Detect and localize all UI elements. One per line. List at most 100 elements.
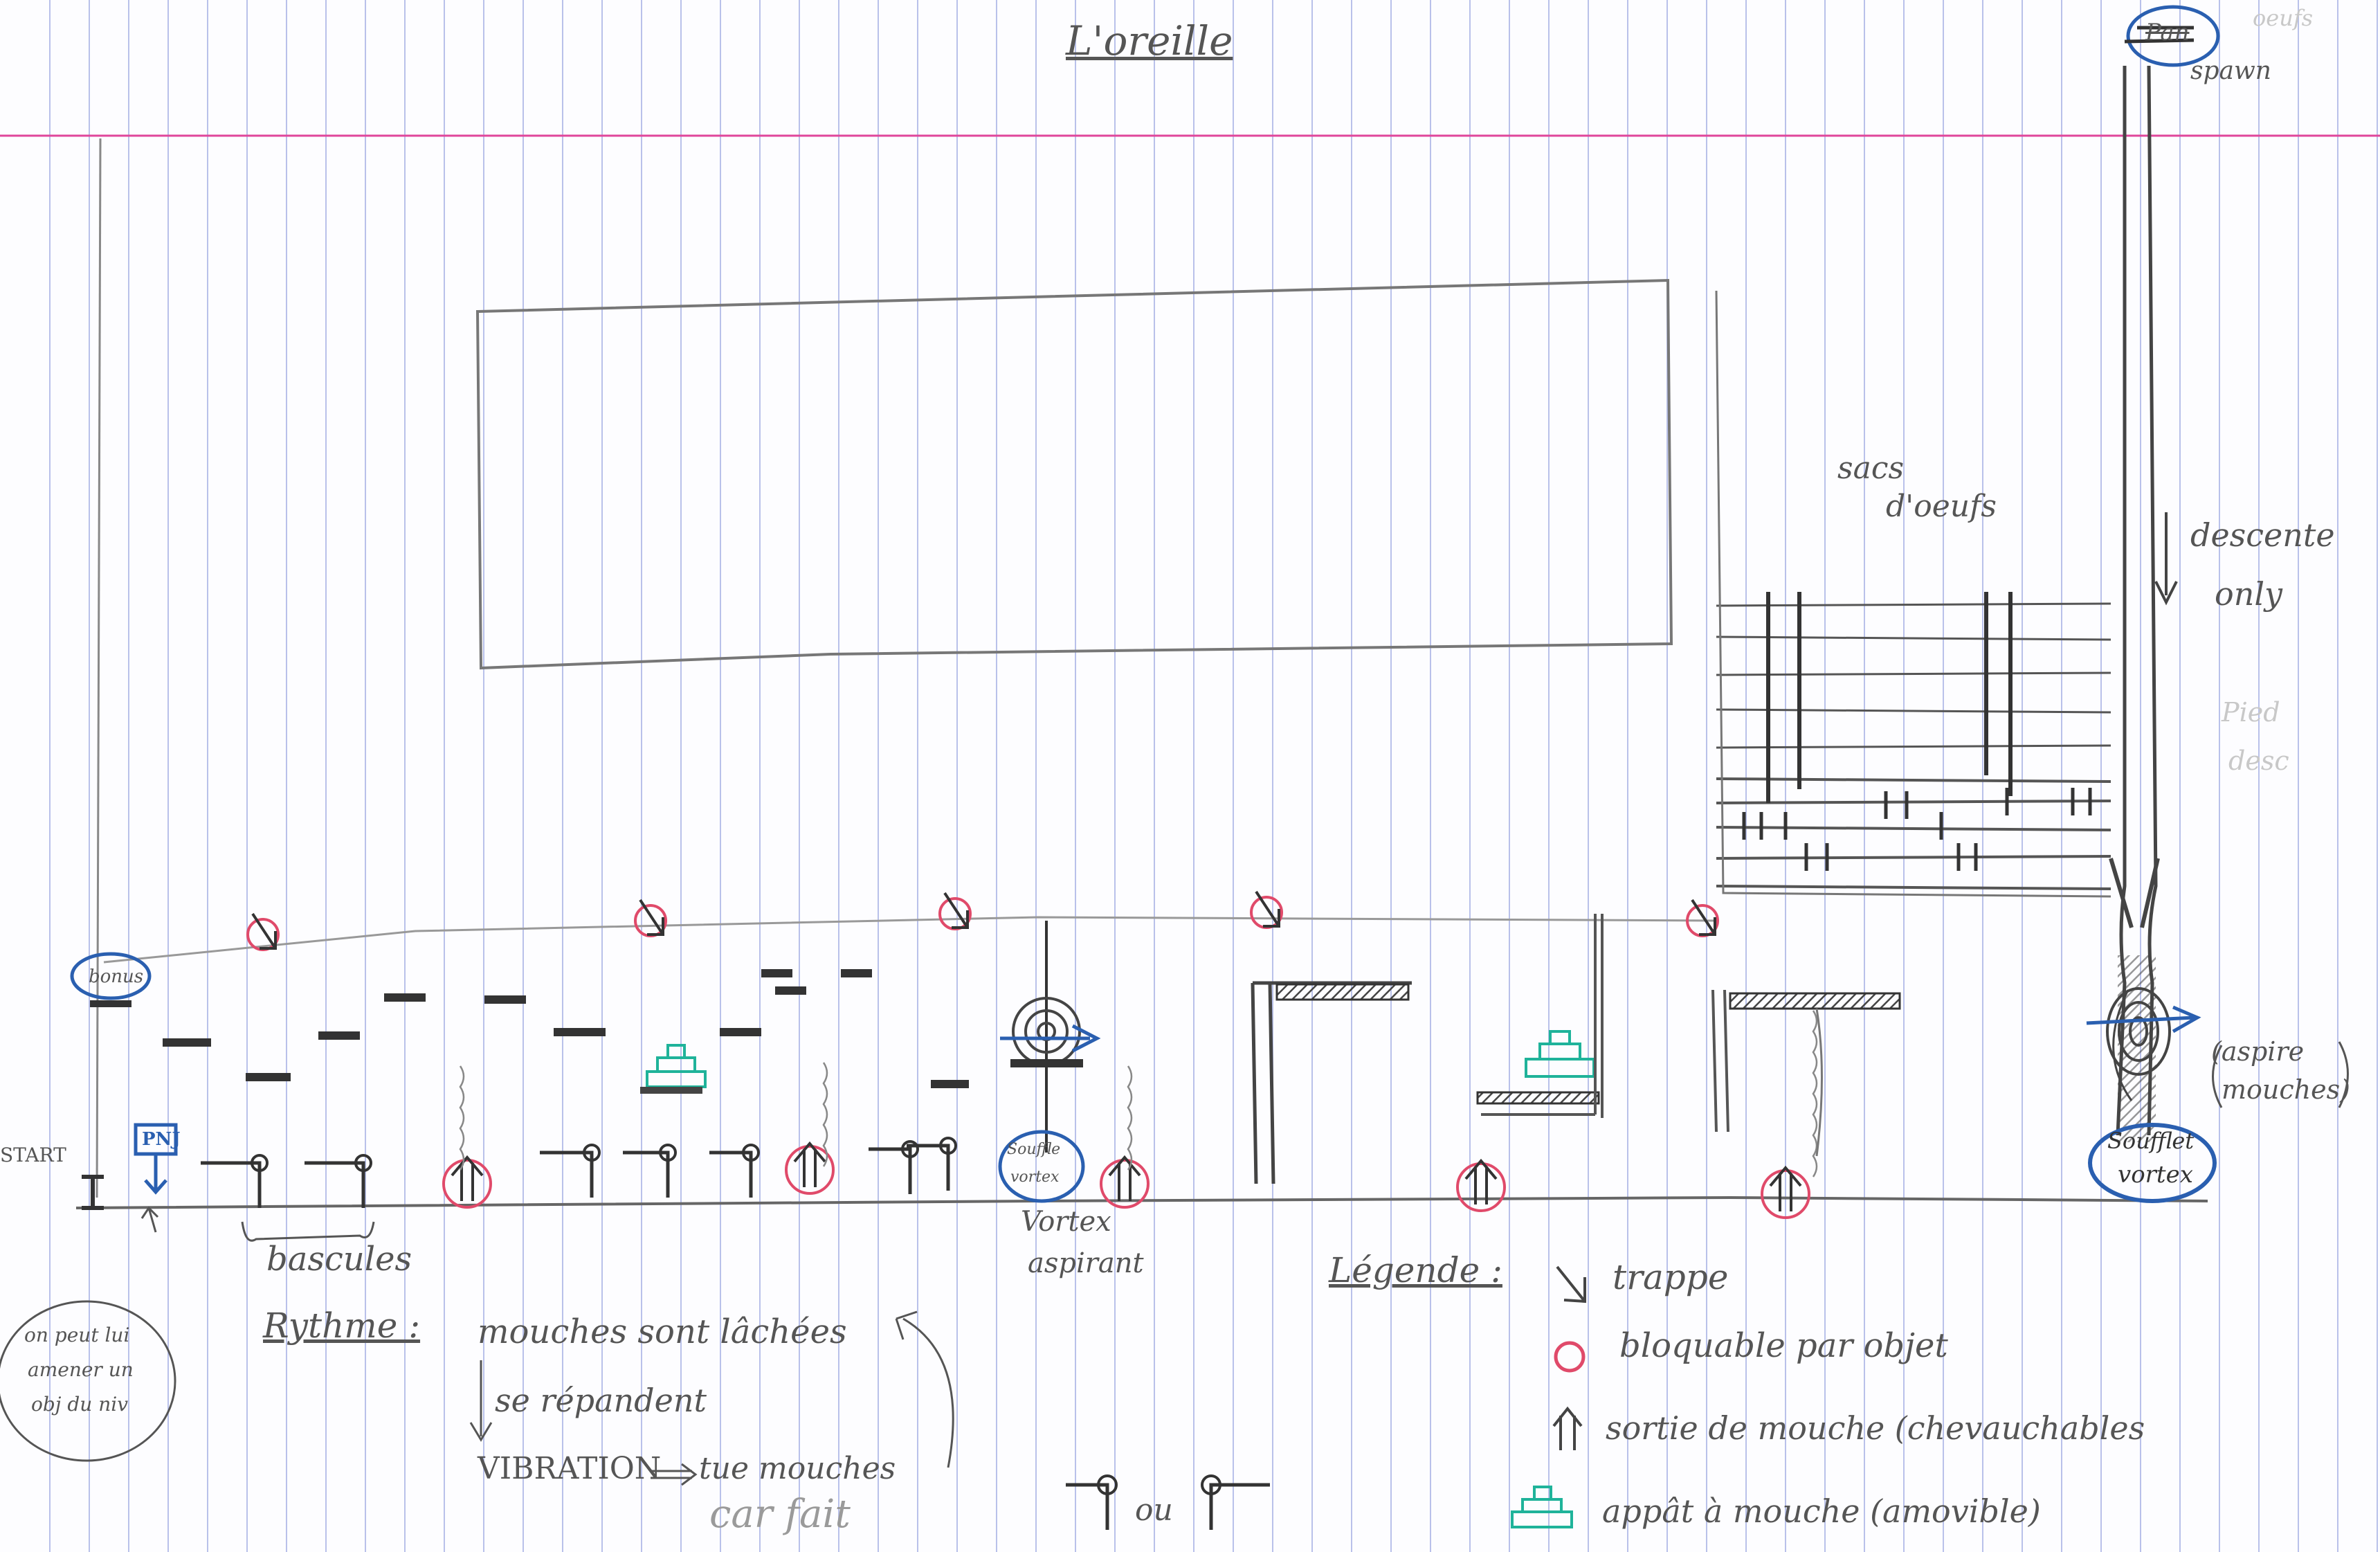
platform (761, 969, 792, 977)
soufflet-label-1: Soufflet (2107, 1130, 2194, 1152)
egg-shelf-line (1716, 827, 2111, 830)
seesaw-lever (623, 1153, 668, 1198)
rythme-line-3-caps: VIBRATION (478, 1454, 661, 1484)
bait-1-platform (640, 1087, 702, 1094)
descent-label-2: only (2215, 578, 2282, 610)
bottom-ou-label: ou (1135, 1495, 1173, 1526)
egg-shelf-line (1716, 746, 2111, 748)
wavy-line (460, 1066, 464, 1170)
platform (931, 1080, 969, 1088)
note-bubble-line-1: on peut lui (24, 1326, 129, 1345)
egg-sacs-label-1: sacs (1837, 453, 1904, 484)
aspire-label-2: mouches) (2222, 1076, 2350, 1103)
seesaw-variant-2 (1202, 1476, 1270, 1530)
rythme-line-1: mouches sont lâchées (478, 1315, 847, 1348)
legend-exit-symbol (1554, 1409, 1581, 1450)
egg-shelf-line (1716, 801, 2111, 803)
platform (246, 1073, 291, 1081)
egg-shelf-line (1716, 886, 2111, 889)
rythme-curved-arrow (896, 1312, 953, 1468)
pnj-label: PNJ (142, 1130, 181, 1148)
left-wall (97, 138, 100, 1198)
platform (163, 1038, 211, 1047)
legend-bait-symbol (1512, 1487, 1572, 1527)
bait-2 (1526, 1031, 1594, 1076)
platform (384, 993, 426, 1002)
platform (775, 986, 806, 995)
bascules-bracket (242, 1222, 374, 1240)
seesaw-lever (907, 1146, 948, 1191)
egg-sacs-label-2: d'oeufs (1886, 491, 1997, 522)
bubble-pointer-arrow (142, 1208, 158, 1232)
rythme-down-arrow (471, 1360, 491, 1440)
page-title: L'oreille (1066, 21, 1233, 61)
legend-circle-symbol (1556, 1343, 1583, 1371)
legend-trap-symbol (1557, 1267, 1585, 1301)
note-bubble-line-3: obj du niv (31, 1395, 128, 1414)
egg-shelf-line (1716, 779, 2111, 782)
egg-shelf-line (1716, 710, 2111, 712)
platform (484, 995, 526, 1004)
platform (841, 969, 872, 977)
aspire-label-1: (aspire (2211, 1038, 2304, 1065)
exit-circle (1457, 1164, 1505, 1211)
seesaw-lever (709, 1153, 751, 1198)
trap-markers (248, 892, 1718, 950)
legend-item-circle: bloquable par objet (1619, 1329, 1948, 1362)
note-bubble-line-2: amener un (28, 1360, 134, 1380)
egg-shelf-line (1716, 604, 2111, 606)
legend-item-exit: sortie de mouche (chevauchables (1606, 1412, 2145, 1444)
souffle-label-2: vortex (1010, 1170, 1059, 1185)
gate-structure-1 (1253, 983, 1412, 1184)
faint-top-right-label: oeufs (2253, 7, 2313, 29)
spawn-circled-label: Pan (2145, 21, 2190, 44)
seesaw-lever (305, 1163, 363, 1208)
vortex-aspirant (1000, 921, 1097, 1201)
seesaw-lever (540, 1153, 592, 1198)
bonus-label: bonus (89, 968, 143, 986)
platform (554, 1028, 606, 1036)
bascules-label: bascules (266, 1243, 412, 1276)
soufflet-label-2: vortex (2118, 1163, 2193, 1186)
legend-item-bait: appât à mouche (amovible) (1602, 1495, 2041, 1527)
legend-heading: Légende : (1329, 1253, 1502, 1288)
vortex-label-1: Vortex (1021, 1208, 1111, 1236)
rythme-line-2: se répandent (495, 1384, 707, 1416)
bonus-platform (90, 1000, 131, 1007)
rythme-line-3-rest: tue mouches (699, 1454, 896, 1484)
descent-arrow (2156, 512, 2177, 602)
platforms (163, 969, 969, 1088)
seesaws (201, 1138, 956, 1208)
egg-shelf-line (1716, 856, 2111, 858)
egg-sacs-structure (1716, 291, 2111, 896)
descent-label-1: descente (2190, 519, 2335, 551)
egg-structure-frame (1716, 291, 2111, 896)
egg-shelf-line (1716, 673, 2111, 675)
vortex-label-2: aspirant (1028, 1249, 1144, 1277)
start-marker (82, 1177, 104, 1208)
spawn-tube (2111, 7, 2218, 1142)
seesaw-lever (869, 1149, 910, 1194)
rythme-heading: Rythme : (263, 1308, 420, 1343)
start-label: START (0, 1146, 66, 1165)
egg-shelf-line (1716, 637, 2111, 640)
seesaw-variant-1 (1066, 1476, 1116, 1530)
spawn-label: spawn (2190, 59, 2271, 84)
faint-right-label-2: desc (2228, 748, 2289, 774)
wavy-line (1128, 1066, 1132, 1170)
seesaw-lever (201, 1163, 260, 1208)
bait-2-platform (1478, 1092, 1599, 1103)
platform (318, 1031, 360, 1040)
rythme-line-4: car fait (709, 1495, 851, 1534)
fly-exits (444, 1144, 1809, 1218)
platform (720, 1028, 761, 1036)
legend-item-trap: trappe (1613, 1260, 1728, 1294)
faint-right-label-1: Pied (2222, 699, 2280, 725)
gate-structure-2 (1713, 990, 1900, 1156)
bait-2-wall (1481, 914, 1602, 1118)
ceiling-line (104, 917, 1716, 962)
souffle-label-1: Souffle (1007, 1142, 1060, 1157)
empty-room-outline (478, 280, 1671, 668)
pnj-down-arrow (145, 1154, 166, 1192)
